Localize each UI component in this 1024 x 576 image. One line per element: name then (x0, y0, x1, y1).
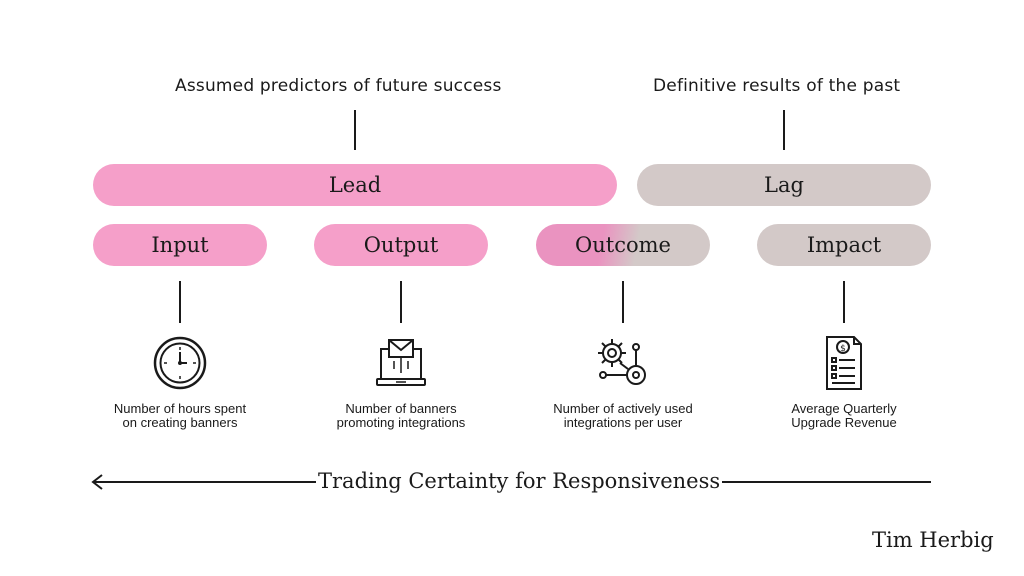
outcome-connector (622, 281, 624, 323)
impact-stage-label: Impact (806, 233, 882, 257)
input-connector (179, 281, 181, 323)
lead-caption-connector (354, 110, 356, 150)
outcome-metric-line-2: integrations per user (563, 414, 683, 430)
clock-icon (153, 336, 207, 390)
input-metric-line-1: Number of hours spent (113, 401, 247, 416)
lag-group-pill: Lag (637, 164, 931, 206)
impact-metric-line-1: Average Quarterly (791, 401, 897, 416)
lead-caption: Assumed predictors of future success (175, 76, 502, 96)
output-connector (400, 281, 402, 323)
invoice-icon: $ (826, 336, 862, 390)
lead-group-pill: Lead (93, 164, 617, 206)
input-stage-pill: Input (93, 224, 267, 266)
laptop-envelope-icon (376, 339, 426, 386)
output-metric: Number of banners promoting integrations (320, 402, 482, 429)
outcome-metric-line-1: Number of actively used (553, 401, 693, 416)
output-metric-line-2: promoting integrations (336, 414, 466, 430)
input-metric: Number of hours spent on creating banner… (99, 402, 261, 429)
impact-metric: Average Quarterly Upgrade Revenue (763, 402, 925, 429)
impact-metric-line-2: Upgrade Revenue (791, 414, 897, 430)
lead-group-label: Lead (328, 173, 382, 197)
lag-caption: Definitive results of the past (653, 76, 901, 96)
output-stage-pill: Output (314, 224, 488, 266)
lag-caption-connector (783, 110, 785, 150)
input-stage-label: Input (151, 233, 209, 257)
svg-text:$: $ (840, 344, 846, 354)
outcome-stage-pill: Outcome (536, 224, 710, 266)
output-metric-line-1: Number of banners (345, 401, 457, 416)
outcome-metric: Number of actively used integrations per… (537, 402, 709, 429)
axis-label: Trading Certainty for Responsiveness (316, 469, 723, 493)
input-metric-line-2: on creating banners (122, 414, 238, 430)
output-stage-label: Output (363, 233, 439, 257)
impact-connector (843, 281, 845, 323)
outcome-stage-label: Outcome (575, 233, 671, 257)
impact-stage-pill: Impact (757, 224, 931, 266)
gears-icon (598, 339, 646, 385)
author-signature: Tim Herbig (872, 528, 994, 552)
lag-group-label: Lag (764, 173, 804, 197)
